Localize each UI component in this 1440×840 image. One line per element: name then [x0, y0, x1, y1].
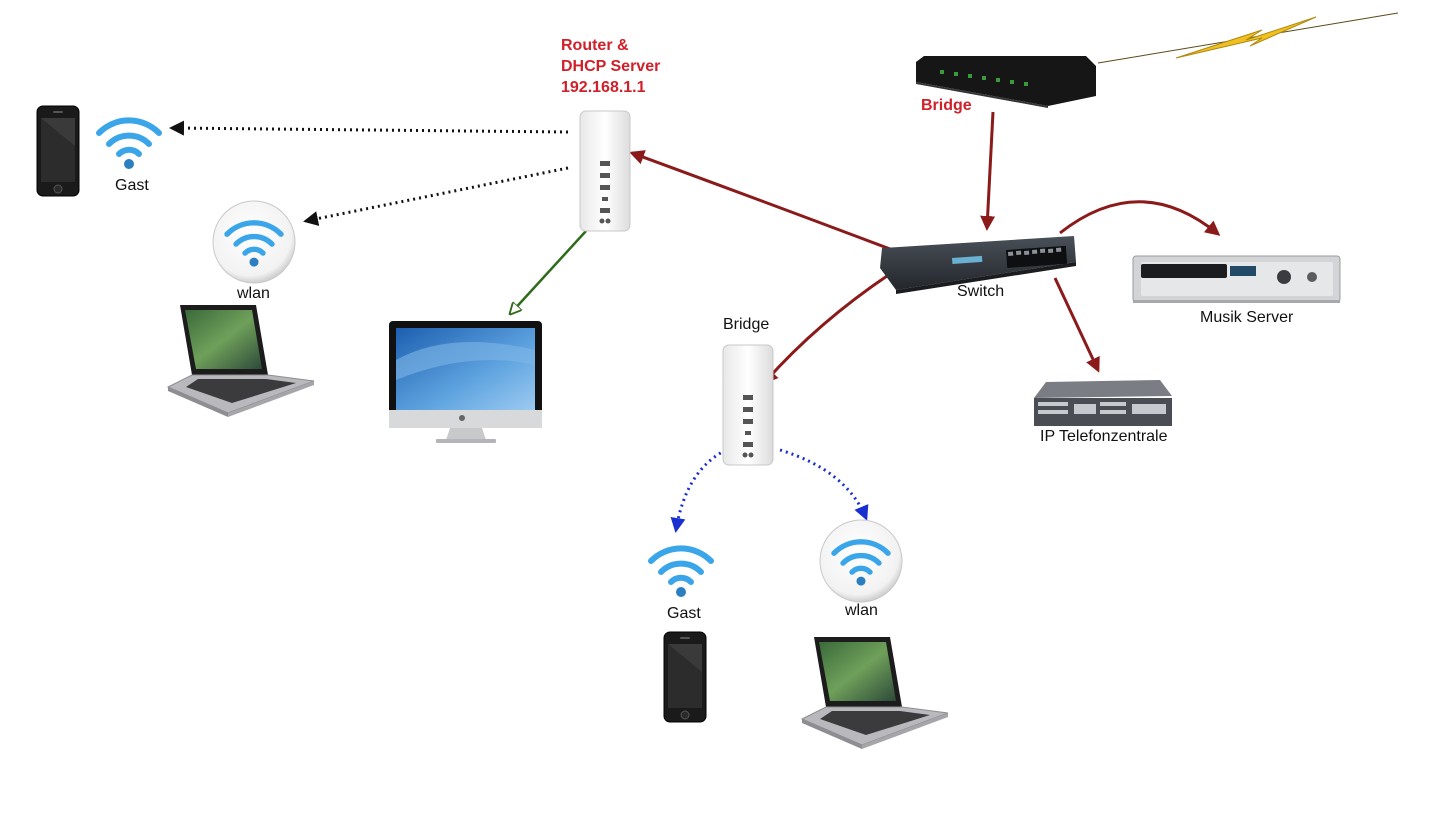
musik-server-label: Musik Server	[1200, 309, 1294, 326]
wifi-icon	[819, 519, 903, 603]
phone-system-icon	[1034, 380, 1172, 426]
bridge-ap-icon	[722, 344, 774, 466]
wifi-bridge-gast	[670, 448, 727, 533]
macbook-icon	[801, 636, 949, 750]
router-label-line1: Router &	[561, 37, 629, 54]
wlan-label-bottom: wlan	[845, 602, 878, 619]
link-switch-to-router	[629, 150, 899, 254]
switch-icon	[880, 236, 1076, 294]
iphone-icon	[36, 105, 80, 197]
link-switch-to-bridge	[763, 268, 897, 385]
connections	[169, 111, 1221, 533]
macbook-icon	[167, 304, 315, 418]
wifi-router-wlan	[303, 166, 569, 226]
wifi-bridge-wlan	[779, 448, 869, 521]
ip-telefon-label: IP Telefonzentrale	[1040, 428, 1168, 445]
wifi-icon	[212, 200, 296, 284]
router-label-line3: 192.168.1.1	[561, 79, 646, 96]
link-switch-to-musik-server	[1059, 200, 1221, 236]
link-switch-to-phone-system	[1053, 277, 1100, 373]
iphone-icon	[663, 631, 707, 723]
modem-icon	[916, 56, 1096, 108]
gast-label-top: Gast	[115, 177, 149, 194]
link-modem-to-switch	[980, 111, 996, 231]
music-server-icon	[1132, 255, 1341, 303]
router-icon	[579, 110, 631, 232]
link-router-to-imac	[511, 230, 587, 313]
switch-label: Switch	[957, 283, 1005, 300]
lightning-icon	[1097, 12, 1399, 64]
router-label: Router & DHCP Server 192.168.1.1	[561, 35, 660, 98]
gast-label-bottom: Gast	[667, 605, 701, 622]
wlan-label-top: wlan	[237, 285, 270, 302]
imac-icon	[389, 321, 542, 443]
modem-bridge-label: Bridge	[921, 97, 972, 114]
bridge-ap-label: Bridge	[723, 316, 770, 333]
wifi-router-gast	[169, 120, 569, 136]
wifi-icon	[99, 120, 159, 169]
wifi-icon	[651, 548, 711, 597]
router-label-line2: DHCP Server	[561, 58, 661, 75]
